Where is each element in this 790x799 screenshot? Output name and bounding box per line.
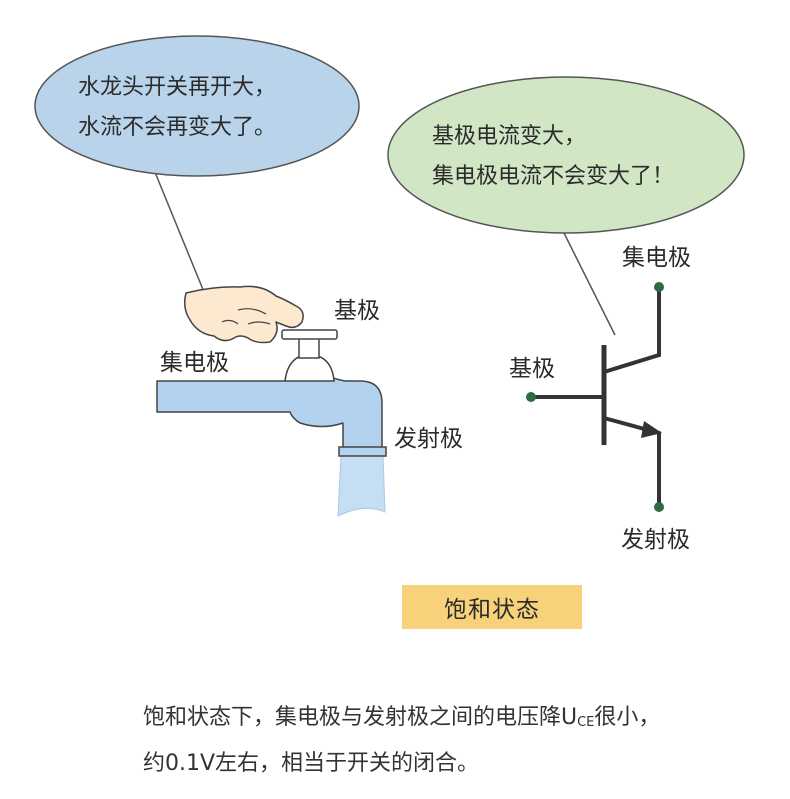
base-terminal	[526, 392, 536, 402]
transistor-label-base: 基极	[509, 356, 555, 382]
right-bubble-text: 基极电流变大， 集电极电流不会变大了！	[432, 117, 674, 197]
collector-terminal	[654, 282, 664, 292]
faucet-label-collector: 集电极	[160, 350, 229, 376]
transistor-label-collector: 集电极	[622, 245, 691, 271]
caption-line-2: 约0.1V左右，相当于开关的闭合。	[143, 751, 480, 776]
emitter-arrow	[641, 421, 662, 438]
hand-icon	[183, 285, 304, 344]
left-bubble-text: 水龙头开关再开大， 水流不会再变大了。	[78, 68, 276, 148]
left-bubble-line-2: 水流不会再变大了。	[78, 115, 277, 140]
left-speech-bubble	[34, 35, 360, 293]
left-bubble-shape	[34, 35, 360, 177]
valve-handle	[281, 329, 338, 340]
state-label: 饱和状态	[444, 597, 540, 623]
caption: 饱和状态下，集电极与发射极之间的电压降UCE很小， 约0.1V左右，相当于开关的…	[143, 697, 660, 784]
spout-ring	[338, 446, 387, 457]
caption-line-1: 饱和状态下，集电极与发射极之间的电压降UCE很小，	[143, 697, 660, 743]
caption-line-1-start: 饱和状态下，集电极与发射极之间的电压降U	[143, 705, 578, 730]
right-bubble-shape	[387, 76, 745, 234]
right-speech-bubble	[387, 76, 745, 336]
transistor-symbol	[526, 282, 664, 512]
faucet-illustration	[156, 285, 387, 517]
right-bubble-line-1: 基极电流变大，	[432, 124, 587, 149]
left-bubble-line-1: 水龙头开关再开大，	[78, 75, 277, 100]
caption-line-1-end: 很小，	[594, 705, 661, 730]
faucet-label-base: 基极	[334, 298, 380, 324]
state-label-box: 饱和状态	[402, 585, 582, 629]
transistor-label-emitter: 发射极	[621, 527, 690, 553]
water-pipe	[156, 366, 383, 452]
emitter-terminal	[654, 502, 664, 512]
faucet-label-emitter: 发射极	[394, 426, 463, 452]
water-stream	[337, 455, 386, 517]
caption-subscript: CE	[577, 715, 595, 730]
right-bubble-line-2: 集电极电流不会变大了！	[432, 164, 675, 189]
